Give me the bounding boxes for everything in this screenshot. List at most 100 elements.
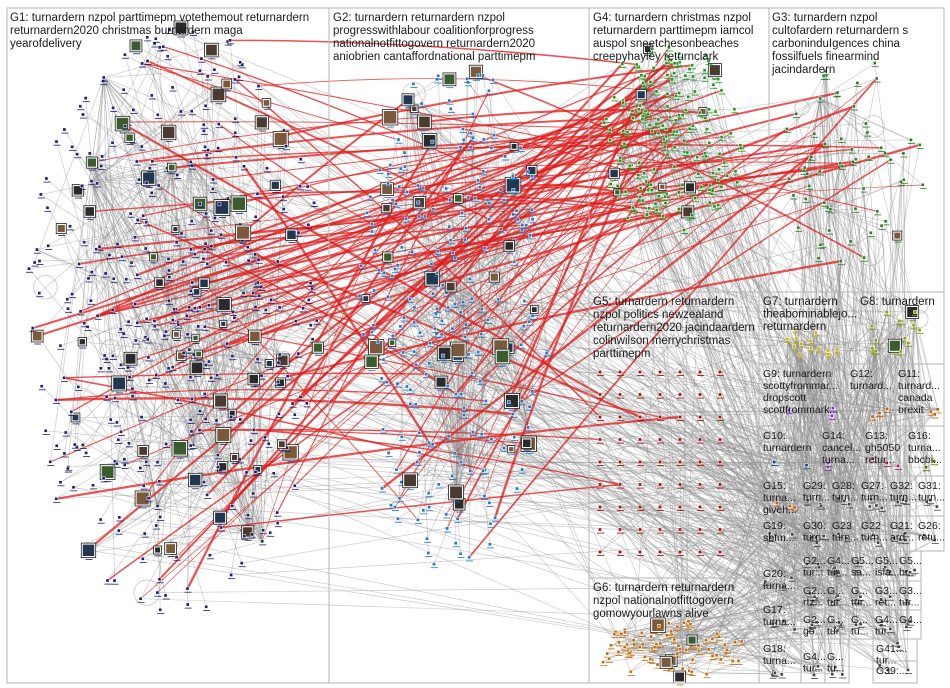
edge bbox=[810, 348, 857, 625]
node bbox=[379, 376, 384, 381]
edge bbox=[809, 159, 843, 675]
edge bbox=[684, 140, 907, 572]
group-label-line: G3: turnardern nzpol bbox=[772, 12, 877, 24]
node bbox=[209, 228, 214, 233]
edge bbox=[875, 320, 902, 352]
node-avatar-image bbox=[168, 164, 175, 171]
node bbox=[39, 192, 43, 197]
edge bbox=[529, 235, 900, 647]
node-avatar-image bbox=[389, 340, 395, 345]
node bbox=[665, 91, 670, 96]
node bbox=[290, 401, 295, 406]
edge bbox=[835, 350, 877, 597]
node bbox=[306, 222, 311, 227]
node bbox=[445, 526, 449, 531]
node bbox=[719, 184, 724, 189]
edge bbox=[407, 99, 521, 149]
node bbox=[643, 109, 648, 114]
node bbox=[205, 262, 210, 266]
group-label-line: G17: bbox=[763, 604, 786, 616]
edge bbox=[132, 396, 252, 535]
edge bbox=[92, 485, 252, 535]
edge bbox=[797, 227, 839, 534]
node bbox=[54, 398, 58, 402]
node bbox=[666, 621, 671, 626]
node-avatar-image bbox=[450, 486, 462, 499]
node bbox=[277, 411, 281, 416]
edge bbox=[772, 332, 817, 675]
node bbox=[202, 129, 206, 133]
edge bbox=[819, 98, 842, 140]
node bbox=[722, 160, 727, 165]
edge bbox=[627, 411, 932, 655]
edge bbox=[140, 454, 218, 469]
node bbox=[170, 318, 175, 322]
edge bbox=[421, 103, 913, 313]
node bbox=[450, 474, 455, 478]
node bbox=[459, 460, 463, 465]
node bbox=[95, 313, 100, 318]
edge bbox=[827, 207, 936, 541]
node bbox=[704, 672, 709, 676]
group-label-line: turnard... bbox=[850, 380, 892, 392]
node bbox=[192, 306, 197, 311]
node bbox=[515, 486, 519, 491]
node bbox=[519, 342, 523, 347]
node bbox=[205, 153, 209, 158]
node bbox=[252, 428, 256, 432]
node bbox=[638, 550, 642, 554]
group-label-line: G1: turnardern nzpol parttimepm votethem… bbox=[10, 12, 309, 24]
node bbox=[638, 195, 642, 199]
node bbox=[826, 348, 830, 353]
node bbox=[216, 453, 220, 458]
node bbox=[146, 496, 151, 501]
edge bbox=[205, 105, 259, 283]
node bbox=[470, 371, 475, 375]
edge bbox=[659, 551, 857, 601]
edge bbox=[709, 202, 835, 568]
group-label-line: turna... bbox=[908, 442, 941, 454]
edge bbox=[167, 56, 262, 376]
edge bbox=[680, 624, 882, 650]
node bbox=[692, 89, 697, 94]
edge bbox=[659, 439, 836, 628]
node bbox=[298, 157, 303, 162]
node bbox=[190, 280, 195, 285]
node bbox=[678, 647, 682, 651]
node bbox=[87, 151, 92, 156]
node bbox=[266, 441, 271, 446]
node bbox=[257, 293, 262, 298]
edge bbox=[650, 184, 813, 538]
node bbox=[677, 113, 681, 118]
group-label-line: returnardern parttimepm iamcol bbox=[593, 25, 753, 37]
edge bbox=[645, 84, 714, 112]
edge bbox=[619, 416, 935, 541]
node bbox=[481, 169, 486, 174]
edge bbox=[157, 114, 173, 168]
edge bbox=[91, 162, 144, 216]
node bbox=[208, 553, 212, 558]
edge bbox=[863, 188, 877, 351]
edge bbox=[455, 349, 459, 493]
node bbox=[77, 262, 81, 266]
node bbox=[111, 105, 115, 110]
node bbox=[167, 268, 171, 273]
node bbox=[617, 640, 621, 645]
node bbox=[141, 213, 146, 218]
edge bbox=[157, 382, 281, 507]
edge bbox=[819, 98, 829, 208]
node bbox=[115, 242, 120, 246]
edge bbox=[879, 235, 898, 414]
node bbox=[471, 112, 475, 116]
node bbox=[674, 94, 678, 98]
edge bbox=[374, 249, 818, 544]
node bbox=[530, 217, 535, 222]
node bbox=[58, 480, 63, 485]
edge bbox=[205, 213, 263, 542]
node bbox=[883, 151, 888, 156]
node bbox=[277, 305, 282, 310]
node bbox=[718, 437, 722, 442]
node-avatar-image bbox=[688, 636, 696, 644]
node bbox=[680, 182, 685, 187]
edge bbox=[811, 106, 855, 625]
